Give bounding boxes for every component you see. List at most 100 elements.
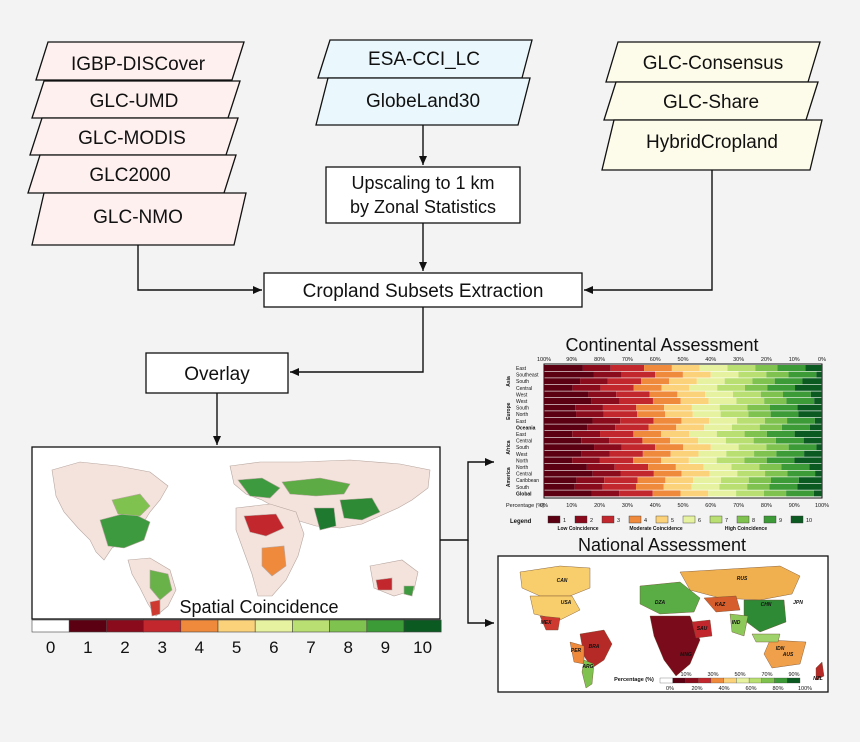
continental-bar-segment (798, 477, 822, 484)
national-legend-swatch (659, 677, 673, 684)
national-country-label: SAU (697, 626, 708, 632)
continental-bar-segment (737, 470, 766, 477)
continental-legend-swatch (790, 515, 804, 524)
continental-bar-segment (705, 391, 733, 398)
continental-bar-segment (689, 384, 718, 391)
continental-bar-segment (765, 470, 788, 477)
continental-bar-segment (774, 378, 803, 385)
national-country-label: CHN (761, 602, 772, 608)
continental-bar-segment (797, 404, 822, 411)
national-legend-swatch (723, 677, 737, 684)
continental-group-label: Africa (506, 440, 512, 454)
continental-bar-segment (586, 464, 615, 470)
continental-title: Continental Assessment (565, 335, 758, 355)
continental-bar-segment (665, 477, 694, 484)
continental-bar-segment (644, 365, 672, 371)
continental-legend-label: 2 (590, 518, 593, 524)
continental-bar-segment (649, 391, 678, 398)
continental-bar-segment (814, 398, 822, 404)
continental-top-tick: 50% (677, 357, 688, 363)
continental-bottom-tick: 0% (540, 503, 548, 509)
continental-bar-segment (703, 464, 732, 470)
continental-bar-segment (680, 398, 709, 404)
continental-legend-label: 9 (779, 518, 782, 524)
continental-bar-segment (615, 424, 649, 431)
continental-bar-segment (575, 404, 603, 411)
continental-bar-segment (635, 483, 664, 490)
source-label: GLC-Consensus (643, 53, 783, 74)
continental-bar-segment (594, 444, 622, 451)
continental-bar-segment (816, 371, 822, 378)
continental-bar-segment (648, 424, 677, 431)
continental-bar-segment (665, 411, 693, 418)
continental-bar-segment (544, 483, 575, 490)
national-bottom-tick: 20% (691, 686, 702, 692)
continental-legend-label: 1 (563, 518, 566, 524)
national-country-label: USA (561, 600, 572, 606)
spatial-legend-label: 4 (195, 638, 204, 657)
continental-bar-segment (744, 457, 767, 464)
source-label: IGBP-DISCover (71, 54, 206, 75)
national-legend-swatch (774, 677, 788, 684)
continental-bar-segment (794, 457, 822, 464)
continental-bar-segment (766, 444, 789, 451)
national-top-tick: 70% (761, 672, 772, 678)
continental-bar-segment (544, 365, 583, 371)
continental-bar-segment (766, 431, 795, 437)
continental-bar-segment (602, 404, 637, 411)
continental-group-label: Europe (506, 402, 512, 419)
continental-bar-segment (814, 417, 822, 424)
continental-bar-segment (777, 365, 806, 371)
continental-bar-segment (691, 404, 720, 411)
arrow-left-to-extraction (137, 245, 262, 294)
national-legend-swatch (685, 677, 699, 684)
national-country-label: KAZ (715, 602, 726, 608)
continental-bar-segment (719, 404, 748, 411)
continental-bar-segment (759, 464, 782, 470)
continental-bar-segment (544, 424, 588, 431)
spatial-title: Spatial Coincidence (179, 597, 338, 617)
continental-bar-segment (599, 457, 634, 464)
continental-bottom-tick: 80% (761, 503, 772, 509)
continental-bar-segment (760, 391, 784, 398)
continental-bar-segment (580, 378, 608, 385)
continental-bar-segment (771, 477, 799, 484)
continental-bar-segment (794, 431, 822, 437)
continental-bar-segment (544, 444, 595, 451)
spatial-legend-swatch (217, 619, 256, 633)
continental-bar-segment (748, 411, 771, 418)
spatial-legend-label: 8 (343, 638, 352, 657)
continental-bar-segment (698, 450, 727, 457)
continental-bar-segment (661, 384, 690, 391)
continental-bar-segment (637, 477, 666, 484)
continental-bar-segment (786, 490, 814, 497)
national-bottom-tick: 80% (772, 686, 783, 692)
continental-bar-segment (655, 371, 683, 378)
continental-bar-segment (619, 398, 653, 404)
national-title: National Assessment (578, 535, 746, 555)
continental-bar-segment (691, 483, 720, 490)
continental-bar-segment (609, 450, 643, 457)
spatial-legend-label: 2 (120, 638, 129, 657)
continental-bar-segment (813, 490, 822, 497)
continental-bar-segment (544, 470, 593, 477)
continental-bottom-tick: 40% (650, 503, 661, 509)
source-label: GLC-Share (663, 92, 759, 113)
continental-legend-swatch (547, 515, 561, 524)
continental-bar-segment (786, 398, 815, 404)
continental-bar-segment (593, 371, 622, 378)
spatial-legend (31, 619, 442, 633)
continental-bar-segment (764, 398, 787, 404)
national-top-tick: 10% (680, 672, 691, 678)
continental-bar-segment (652, 490, 681, 497)
continental-row-label: Central (516, 386, 532, 392)
continental-bar-segment (681, 417, 710, 424)
continental-bar-segment (655, 444, 683, 451)
source-igbp (35, 41, 245, 81)
continental-bar-segment (587, 424, 616, 431)
national-top-tick: 30% (707, 672, 718, 678)
national-country-label: RUS (737, 576, 748, 582)
arrow-to-overlay (290, 307, 424, 376)
